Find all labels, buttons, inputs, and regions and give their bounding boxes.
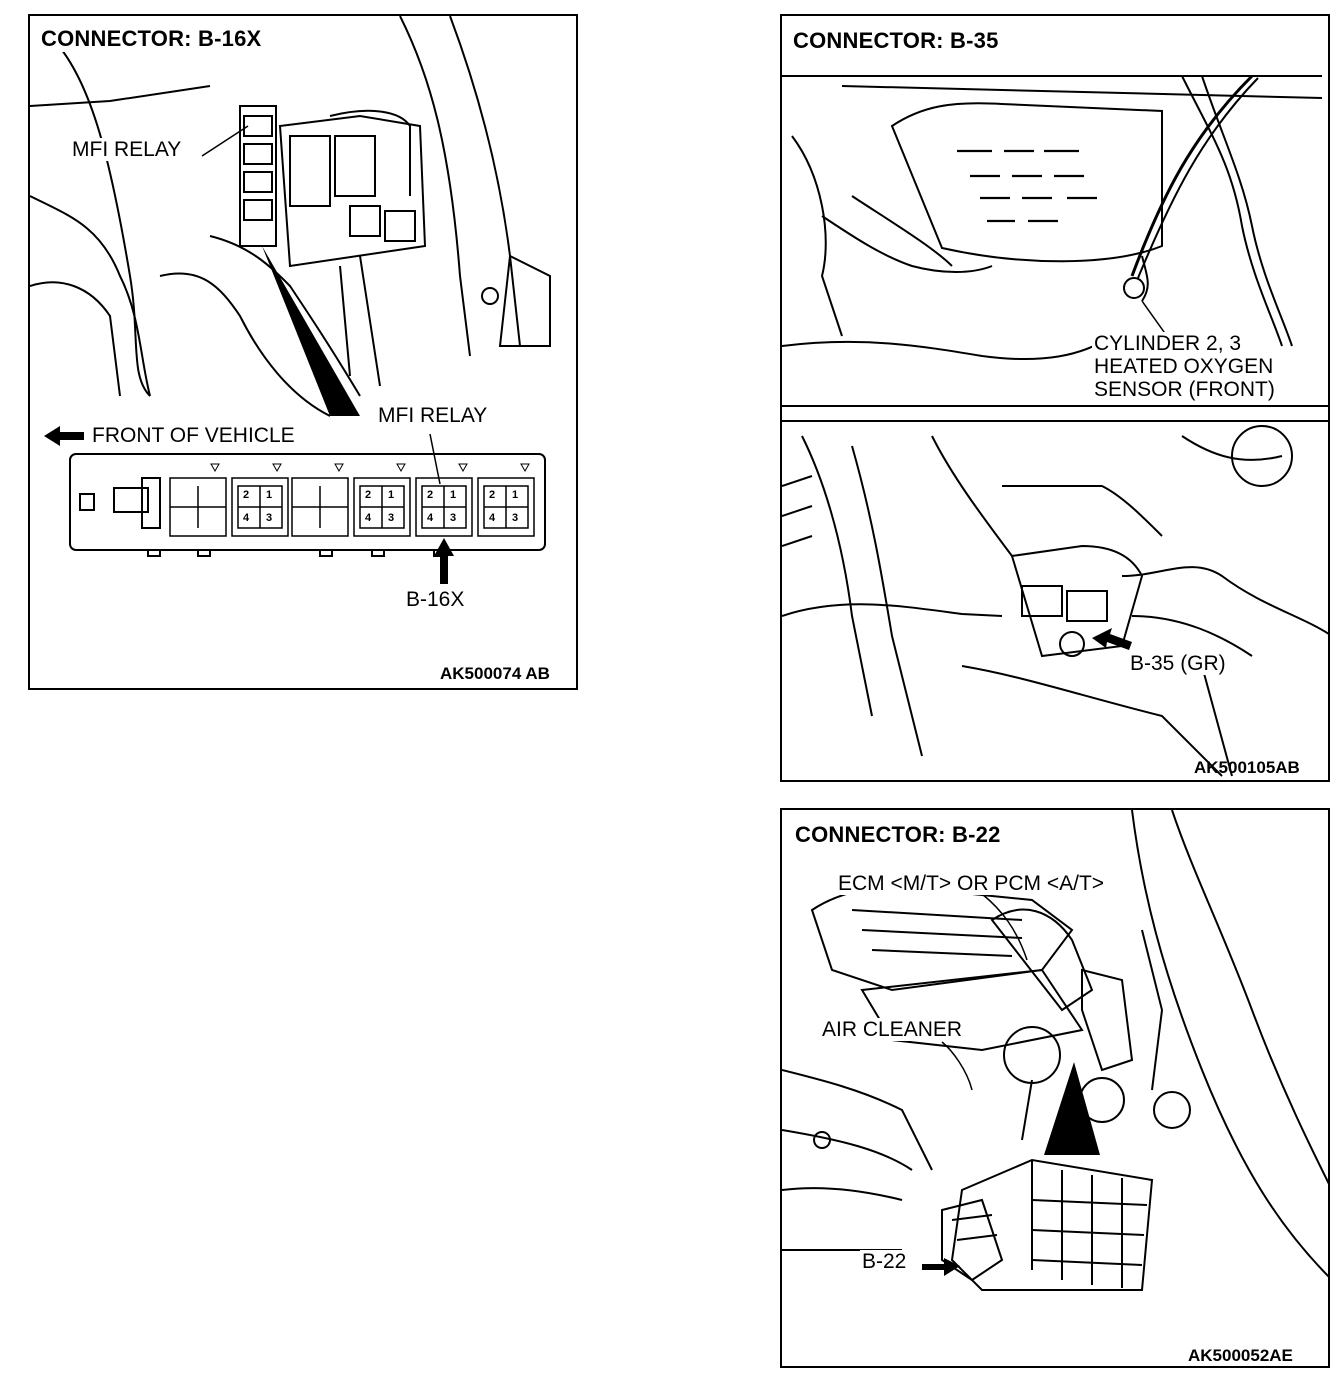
b16x-engine-bay-illustration xyxy=(30,16,551,584)
relay-pin-label: 3 xyxy=(512,512,519,524)
b35-figure-code: AK500105AB xyxy=(1194,758,1300,777)
panel-connector-b16x: CONNECTOR: B-16X MFI RELAY MFI RELAY FRO… xyxy=(28,14,578,690)
relay-pin-label: 2 xyxy=(243,489,250,501)
relay-pin-label: 2 xyxy=(489,489,496,501)
b16x-label-mfi-relay-top: MFI RELAY xyxy=(70,138,184,161)
relay-3 xyxy=(291,477,349,537)
relay-2 xyxy=(231,477,289,537)
relay-pin-label: 4 xyxy=(365,512,372,524)
relay-pin-label: 3 xyxy=(266,512,273,524)
relay-1 xyxy=(169,477,227,537)
b22-ecm-illustration xyxy=(782,810,1328,1291)
b35-sensor-line2: HEATED OXYGEN xyxy=(1092,355,1276,378)
b16x-label-front-of-vehicle: FRONT OF VEHICLE xyxy=(90,424,297,447)
relay-pin-label: 1 xyxy=(450,489,457,501)
b16x-figure-code: AK500074 AB xyxy=(440,664,550,683)
b35-sensor-line3: SENSOR (FRONT) xyxy=(1092,378,1277,401)
panel-connector-b22: CONNECTOR: B-22 ECM <M/T> OR PCM <A/T> A… xyxy=(780,808,1330,1368)
relay-pin-label: 4 xyxy=(427,512,434,524)
relay-pin-label: 2 xyxy=(365,489,372,501)
b22-title: CONNECTOR: B-22 xyxy=(792,822,1004,848)
relay-6 xyxy=(477,477,535,537)
relay-pin-label: 3 xyxy=(450,512,457,524)
b35-label-connector: B-35 (GR) xyxy=(1128,652,1228,675)
relay-pin-label: 1 xyxy=(266,489,273,501)
b22-label-connector: B-22 xyxy=(860,1250,909,1273)
relay-pin-label: 3 xyxy=(388,512,395,524)
b16x-label-connector: B-16X xyxy=(404,588,467,611)
relay-pin-label: 2 xyxy=(427,489,434,501)
panel-connector-b35: CONNECTOR: B-35 CYLINDER 2, 3 HEATED OXY… xyxy=(780,14,1330,782)
b16x-title: CONNECTOR: B-16X xyxy=(38,26,265,52)
b35-sensor-line1: CYLINDER 2, 3 xyxy=(1092,332,1244,355)
relay-pin-label: 1 xyxy=(512,489,519,501)
b22-label-ecm-pcm: ECM <M/T> OR PCM <A/T> xyxy=(836,872,1107,895)
relay-5-mfi xyxy=(415,477,473,537)
b22-figure-code: AK500052AE xyxy=(1188,1346,1293,1365)
relay-pin-label: 4 xyxy=(489,512,496,524)
b16x-label-mfi-relay-box: MFI RELAY xyxy=(376,404,490,427)
relay-4 xyxy=(353,477,411,537)
relay-pin-label: 1 xyxy=(388,489,395,501)
b35-engine-illustration xyxy=(782,74,1328,777)
relay-pin-label: 4 xyxy=(243,512,250,524)
b22-label-air-cleaner: AIR CLEANER xyxy=(820,1018,965,1041)
b35-title: CONNECTOR: B-35 xyxy=(790,28,1002,54)
